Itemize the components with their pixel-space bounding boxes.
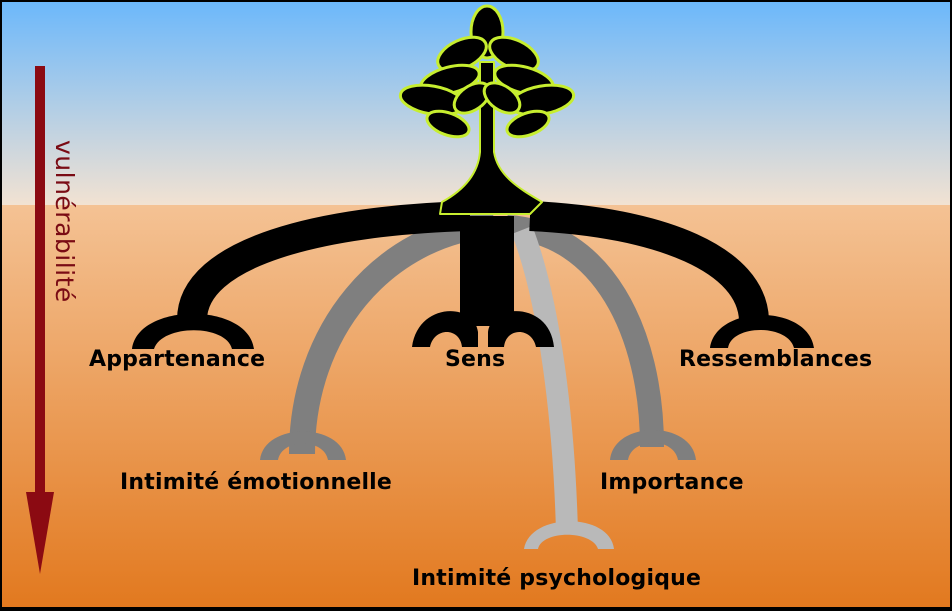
tree xyxy=(398,4,576,215)
label-ressemblances: Ressemblances xyxy=(679,347,873,372)
label-appartenance: Appartenance xyxy=(89,347,266,372)
deep-root xyxy=(511,226,614,549)
vulnerability-arrow xyxy=(26,66,54,574)
tree-trunk xyxy=(439,61,543,215)
label-importance: Importance xyxy=(600,470,744,495)
label-intimite-emotionnelle: Intimité émotionnelle xyxy=(120,470,393,495)
label-intimite-psychologique: Intimité psychologique xyxy=(412,566,702,591)
vulnerability-label: vulnérabilité xyxy=(50,140,79,303)
primary-roots xyxy=(132,201,814,349)
secondary-roots xyxy=(260,211,696,460)
label-sens: Sens xyxy=(445,347,506,372)
